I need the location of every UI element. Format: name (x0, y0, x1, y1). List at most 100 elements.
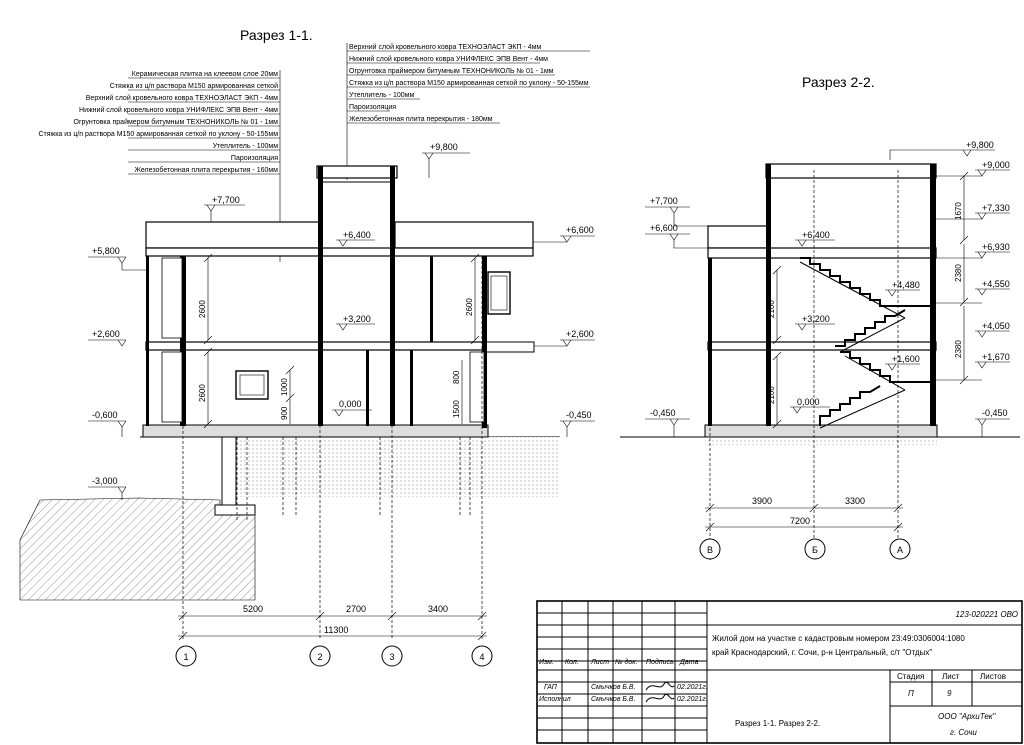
glazing-left-up (161, 257, 183, 339)
level2-3200: +3,200 (802, 314, 830, 324)
layer-left-3: Нижний слой кровельного ковра УНИФЛЕКС Э… (79, 106, 278, 114)
axis-label-3: 3 (389, 652, 394, 662)
level-minus-450: -0,450 (566, 410, 592, 420)
dim-1500: 1500 (452, 400, 461, 418)
level2-4550: +4,550 (982, 279, 1010, 289)
row-1-role: Исполнил (539, 696, 571, 703)
horizontal-dims-1: 5200 2700 3400 11300 (178, 604, 487, 641)
level-6600: +6,600 (566, 225, 594, 235)
level-3200: +3,200 (343, 314, 371, 324)
wall-ax3 (390, 166, 395, 426)
wall-mid (366, 350, 369, 426)
axis-bubble-4 (471, 645, 493, 667)
sheet-value: 9 (947, 689, 952, 698)
level-5800: +5,800 (92, 246, 120, 256)
title-block: Изм. Кол. Лист № док. Подпись Дата ГАП С… (536, 600, 1023, 744)
dim2-1670: 1670 (954, 202, 963, 220)
sheet-label: Лист (942, 672, 960, 681)
window-2-inner (490, 275, 508, 311)
layer-top-1: Нижний слой кровельного ковра УНИФЛЕКС Э… (349, 55, 548, 63)
dim2-2380-a: 2380 (954, 264, 963, 282)
col-list: Лист (590, 659, 609, 666)
stage-value: П (908, 689, 914, 698)
level2-7330: +7,330 (982, 203, 1010, 213)
levels-section-1: +9,800 +7,700 +6,400 +6,600 +5,800 +3,20… (88, 142, 595, 500)
wall-2-ax-a (930, 164, 936, 426)
level-minus-3000: -3,000 (92, 476, 118, 486)
row-0-role: ГАП (544, 684, 558, 691)
signature-1 (645, 681, 675, 691)
glazing-right-down (469, 351, 485, 423)
dim2-2100-b: 2100 (767, 386, 776, 404)
layer-left-8: Железобетонная плита перекрытия - 160мм (135, 166, 279, 174)
layer-left-2: Верхний слой кровельного ковра ТЕХНОЭЛАС… (86, 94, 278, 102)
layer-top-6: Железобетонная плита перекрытия - 180мм (349, 115, 493, 123)
row-1-date: 02.2021г. (677, 696, 708, 703)
section-1-1: Разрез 1-1. Керамическая плитка на клеев… (19, 27, 595, 667)
layers-callout-left: Керамическая плитка на клеевом слое 20мм… (38, 70, 281, 262)
level2-7700: +7,700 (650, 196, 678, 206)
section-2-2: Разрез 2-2. +9,800 +9,000 (620, 74, 1020, 560)
axis-bubble-b (804, 538, 826, 560)
slab-2-6400 (707, 247, 937, 259)
level-6400: +6,400 (343, 230, 371, 240)
axis-lines-2 (709, 170, 899, 560)
dim-800: 800 (452, 370, 461, 384)
dim-1000: 1000 (280, 378, 289, 396)
slab-3200 (145, 341, 487, 351)
stair-undersides (799, 261, 906, 429)
vertical-dims-2: 1670 2380 2380 2100 2100 (767, 171, 969, 429)
level2-1670: +1,670 (982, 352, 1010, 362)
level2-0000: 0,000 (797, 397, 820, 407)
tower-roof (318, 177, 397, 183)
layer-left-1: Стяжка из ц/п раствора М150 армированная… (110, 82, 278, 90)
foundation-fill (230, 437, 560, 497)
level-0000: 0,000 (339, 399, 362, 409)
ground-left (19, 497, 256, 601)
level-9800: +9,800 (430, 142, 458, 152)
layer-left-6: Утеплитель - 100мм (213, 143, 278, 150)
foundation-fill-2 (705, 437, 937, 445)
building-1 (142, 165, 535, 438)
level2-6400: +6,400 (802, 230, 830, 240)
axis-bubbles-1: 1 2 3 4 (175, 645, 493, 667)
window-1-inner (239, 374, 265, 396)
row-0-name: Смычков Б.В. (591, 684, 636, 691)
stair-lower (840, 351, 930, 383)
roof-left (145, 221, 321, 249)
wall-2-ax-b (766, 164, 771, 426)
stair-mid (835, 309, 906, 347)
col-date: Дата (679, 659, 699, 666)
col-sign: Подпись (646, 658, 674, 666)
row-1-name: Смычков Б.В. (591, 696, 636, 703)
layers-callout-top: Верхний слой кровельного ковра ТЕХНОЭЛАС… (346, 43, 590, 180)
roof-2-top (765, 163, 937, 179)
wall-ax4 (482, 256, 487, 428)
col-izm: Изм. (539, 659, 554, 666)
roof-top (316, 165, 398, 179)
col-doc: № док. (615, 658, 638, 666)
level2-9000: +9,000 (982, 160, 1010, 170)
row-0-date: 02.2021г. (677, 684, 708, 691)
dim2-3900: 3900 (752, 496, 772, 506)
dim2-7200: 7200 (790, 516, 810, 526)
section-2-title: Разрез 2-2. (802, 74, 875, 90)
dim-5200: 5200 (243, 604, 263, 614)
axis-bubble-2 (309, 645, 331, 667)
level-2600-left: +2,600 (92, 329, 120, 339)
company-name: ООО "АрхиТек" (938, 712, 997, 721)
axis-bubbles-2: В Б А (699, 538, 911, 560)
dim-900: 900 (280, 406, 289, 420)
wall-ax2 (318, 166, 323, 426)
dim2-2100-a: 2100 (767, 300, 776, 318)
retaining-wall (221, 436, 237, 510)
axis-bubble-v (699, 538, 721, 560)
layer-left-0: Керамическая плитка на клеевом слое 20мм (132, 71, 278, 78)
dim-2600-b: 2600 (198, 384, 207, 402)
level-7700: +7,700 (212, 195, 240, 205)
stage-label: Стадия (897, 672, 924, 681)
building-2 (704, 163, 938, 438)
sheet-title: Разрез 1-1. Разрез 2-2. (735, 719, 820, 728)
axis-label-v: В (707, 545, 713, 555)
